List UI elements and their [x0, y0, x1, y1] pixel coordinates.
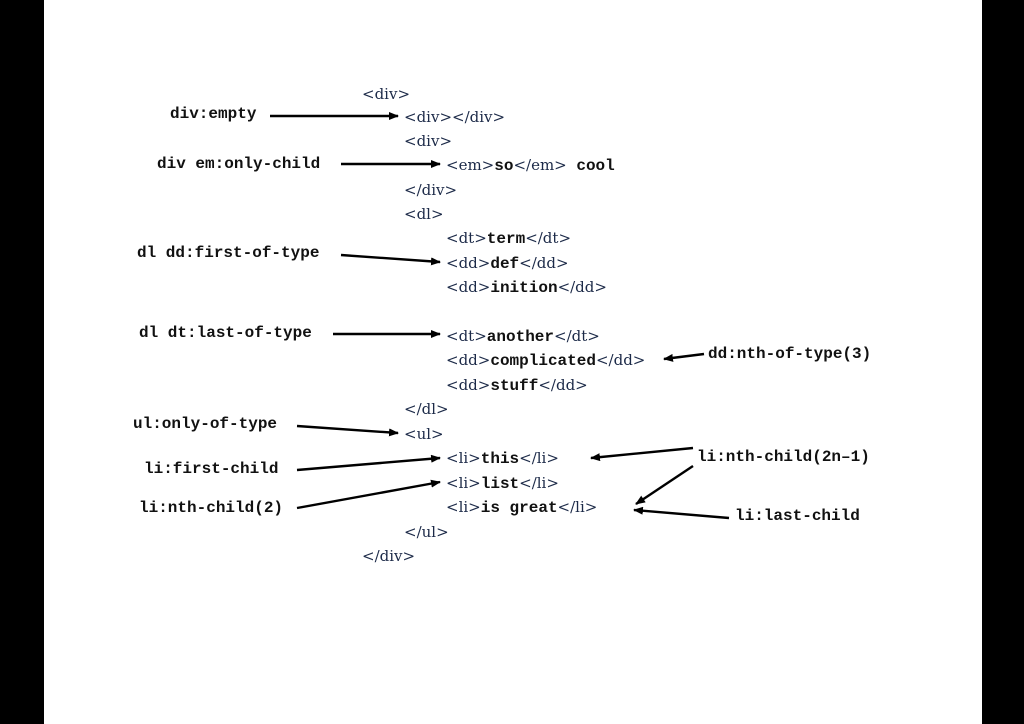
label-li-nth-child-2: li:nth-child(2): [139, 499, 284, 517]
code-tag: </li>: [519, 474, 559, 492]
code-text: complicated: [490, 352, 596, 370]
code-tag: </dd>: [557, 278, 607, 296]
code-text: another: [486, 328, 554, 346]
code-tag: </dd>: [519, 254, 569, 272]
code-tag: <dd>: [446, 278, 491, 296]
code-line-div-open: <div>: [362, 85, 411, 103]
label-li-nth-child-2n-1: li:nth-child(2n–1): [697, 448, 870, 466]
code-tag: <li>: [446, 474, 481, 492]
label-dl-dd-first-of-type: dl dd:first-of-type: [137, 244, 320, 262]
code-text: this: [480, 450, 520, 468]
code-line-inner-div-open: <div>: [404, 132, 453, 150]
label-ul-only-of-type: ul:only-of-type: [133, 415, 278, 433]
code-tag: <dt>: [446, 327, 487, 345]
label-dd-nth-of-type-3: dd:nth-of-type(3): [708, 345, 872, 363]
code-line-dd-inition: <dd>inition</dd>: [446, 277, 607, 298]
code-line-dl-close: </dl>: [404, 400, 449, 418]
code-tag: </li>: [557, 498, 598, 516]
code-tag: </li>: [519, 449, 559, 467]
code-text: stuff: [490, 377, 539, 395]
code-line-dd-complicated: <dd>complicated</dd>: [446, 350, 645, 371]
code-tag: <li>: [446, 449, 481, 467]
code-line-li-is-great: <li>is great</li>: [446, 497, 597, 518]
code-text: list: [480, 475, 520, 493]
code-text: term: [486, 230, 526, 248]
code-tag: <dd>: [446, 376, 491, 394]
code-text: inition: [490, 279, 558, 297]
code-text: cool: [566, 157, 615, 175]
code-line-inner-div-close: </div>: [404, 181, 458, 199]
code-tag: <li>: [446, 498, 481, 516]
code-line-dd-def: <dd>def</dd>: [446, 253, 569, 274]
code-line-dt-another: <dt>another</dt>: [446, 326, 600, 347]
label-dl-dt-last-of-type: dl dt:last-of-type: [139, 324, 312, 342]
label-div-empty: div:empty: [170, 105, 257, 123]
code-tag: <dd>: [446, 254, 491, 272]
code-line-em: <em>so</em> cool: [446, 155, 615, 176]
code-tag: <em>: [446, 156, 495, 174]
code-tag: </dd>: [538, 376, 588, 394]
code-text: is great: [480, 499, 558, 517]
code-text: so: [494, 157, 514, 175]
code-line-li-list: <li>list</li>: [446, 473, 559, 494]
code-tag: </dt>: [554, 327, 600, 345]
slide-canvas: [44, 0, 982, 724]
code-tag: </dt>: [525, 229, 572, 247]
code-line-ul-open: <ul>: [404, 425, 444, 443]
code-line-dl-open: <dl>: [404, 205, 444, 223]
code-tag: <dd>: [446, 351, 491, 369]
code-line-ul-close: </ul>: [404, 523, 449, 541]
code-tag: </em>: [513, 156, 567, 174]
code-text: def: [490, 255, 520, 273]
code-line-dt-term: <dt>term</dt>: [446, 228, 571, 249]
code-tag: </dd>: [595, 351, 646, 369]
code-line-dd-stuff: <dd>stuff</dd>: [446, 375, 588, 396]
label-li-last-child: li:last-child: [735, 507, 860, 525]
code-line-empty-div: <div></div>: [404, 108, 506, 126]
label-div-em-only-child: div em:only-child: [157, 155, 321, 173]
code-tag: <dt>: [446, 229, 487, 247]
code-line-div-close: </div>: [362, 547, 416, 565]
label-li-first-child: li:first-child: [144, 460, 279, 478]
code-line-li-this: <li>this</li>: [446, 448, 559, 469]
